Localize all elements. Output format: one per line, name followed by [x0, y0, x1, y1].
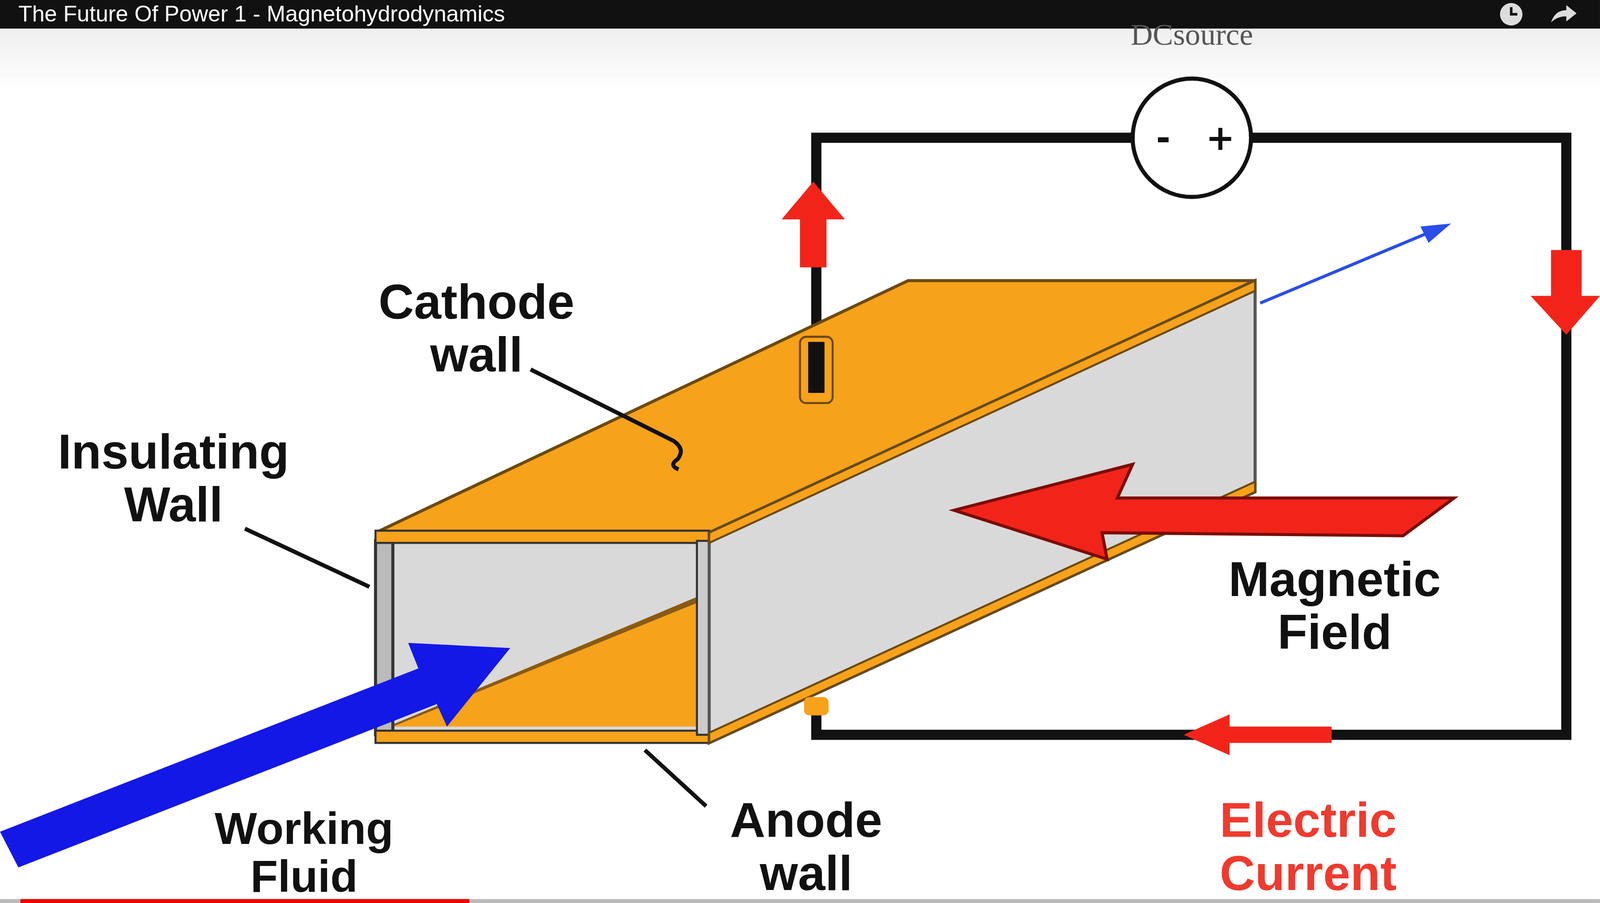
cathode-terminal [800, 336, 833, 404]
wall-label: Insulating Wall [57, 425, 290, 532]
current-arrow [781, 181, 845, 268]
progress-bar [20, 898, 470, 903]
anode-terminal [804, 697, 829, 716]
current-arrow [1183, 714, 1332, 755]
leader-line [644, 749, 707, 806]
title-bar [0, 0, 1600, 29]
wall-label: Anode wall [729, 793, 883, 900]
clock-icon [1499, 3, 1523, 26]
polarity-sign: - [1156, 120, 1171, 156]
source-label: DCsource [1130, 17, 1254, 53]
current-arrow [1530, 250, 1600, 335]
magnetic-field-arrow [953, 464, 1454, 560]
dc-source-symbol: DCsource-+ [1130, 76, 1254, 200]
leader-line [530, 369, 681, 470]
field-label: Magnetic Field [1228, 553, 1441, 659]
wall-label: Cathode wall [378, 275, 575, 382]
fluid-label: Working Fluid [214, 804, 394, 902]
current-label: Electric Current [1219, 793, 1397, 900]
video-title: The Future Of Power 1 - Magnetohydrodyna… [18, 0, 506, 29]
polarity-sign: + [1205, 120, 1235, 156]
share-icon [1551, 4, 1577, 23]
channel-interior [375, 532, 710, 743]
outflow-arrow [1260, 232, 1429, 303]
leader-line [244, 528, 370, 587]
